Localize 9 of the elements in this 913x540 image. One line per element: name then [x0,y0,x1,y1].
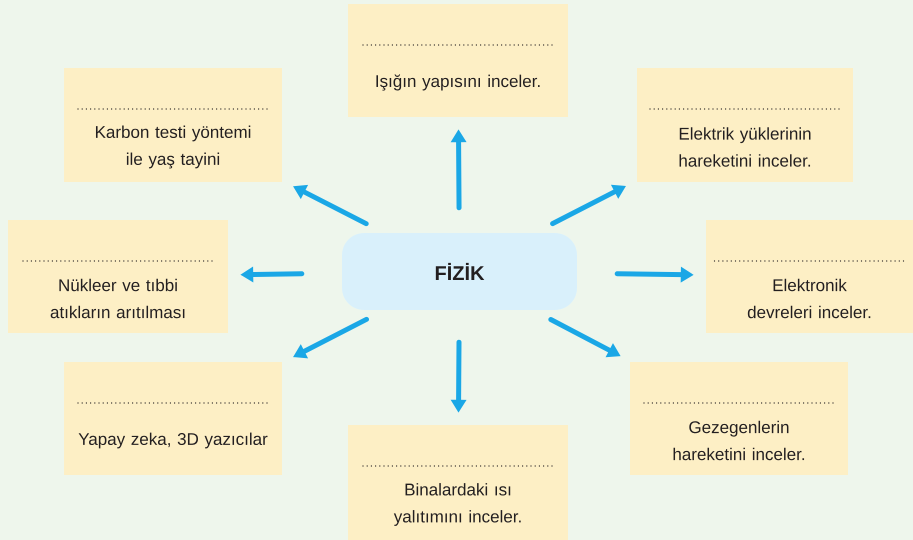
note-box: Elektrik yüklerinin hareketini inceler. [637,68,853,182]
topic-box: FİZİK [342,233,577,310]
note-box: Karbon testi yöntemi ile yaş tayini [64,68,282,182]
note-box: Işığın yapısını inceler. [348,4,568,117]
note-box: Binalardaki ısı yalıtımını inceler. [348,425,568,540]
note-box: Yapay zeka, 3D yazıcılar [64,362,282,475]
note-box: Elektronik devreleri inceler. [706,220,913,333]
note-box: Nükleer ve tıbbi atıkların arıtılması [8,220,228,333]
note-box: Gezegenlerin hareketini inceler. [630,362,848,475]
